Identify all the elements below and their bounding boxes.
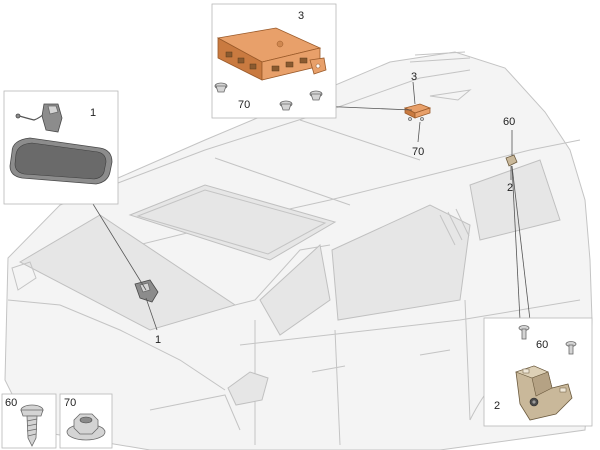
callout-mirror-inset: 1 [90, 107, 96, 119]
callout-bracket-car: 2 [507, 182, 513, 194]
callout-legend-nut: 70 [64, 397, 76, 409]
callout-legend-screw: 60 [5, 397, 17, 409]
callout-labels: 1 1 3 3 70 70 60 2 60 2 60 70 [5, 10, 548, 412]
legend-screw-panel [1, 393, 57, 449]
screw-icon [20, 404, 44, 447]
legend-nut-panel [59, 393, 113, 449]
module-inset-panel [211, 3, 337, 119]
callout-bracket-screw-car: 60 [503, 116, 515, 128]
callout-bracket-screw-inset: 60 [536, 339, 548, 351]
callout-bracket-inset: 2 [494, 400, 500, 412]
flange-nut-icon [66, 413, 106, 441]
module-screw-icon [214, 82, 323, 111]
mirror-inset-panel [3, 90, 119, 205]
callout-module-car: 3 [411, 71, 417, 83]
mirror-mount-on-car [134, 279, 159, 303]
callout-module-screw-inset: 70 [238, 99, 250, 111]
callout-module-inset: 3 [298, 10, 304, 22]
bracket-inset-panel [483, 317, 593, 427]
module-on-car [403, 103, 432, 121]
callout-mirror-car: 1 [155, 334, 161, 346]
callout-module-screw-car: 70 [412, 146, 424, 158]
vehicle-outline [4, 51, 593, 450]
bracket-on-car [505, 154, 518, 167]
bracket-screw-icon [518, 325, 577, 355]
